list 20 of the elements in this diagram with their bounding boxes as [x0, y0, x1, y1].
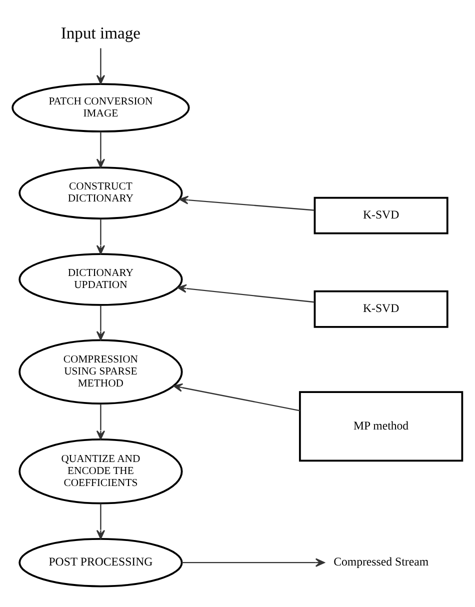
- node-text: Compressed Stream: [334, 554, 429, 569]
- arrow: [96, 305, 106, 340]
- node-box: MP method: [298, 391, 464, 462]
- arrow: [179, 196, 314, 211]
- arrow: [182, 558, 325, 567]
- arrow: [96, 132, 106, 168]
- arrow: [96, 218, 106, 254]
- node-ellipse: POST PROCESSING: [18, 538, 183, 588]
- node-ellipse: DICTIONARY UPDATION: [18, 253, 183, 306]
- node-ellipse: PATCH CONVERSION IMAGE: [12, 83, 190, 132]
- node-box: K-SVD: [314, 290, 448, 328]
- arrow: [177, 284, 314, 303]
- node-ellipse: QUANTIZE AND ENCODE THE COEFFICIENTS: [18, 438, 183, 504]
- node-box: K-SVD: [314, 196, 448, 234]
- arrow: [96, 48, 106, 84]
- arrow: [96, 404, 106, 440]
- node-ellipse: CONSTRUCT DICTIONARY: [18, 166, 183, 220]
- arrow: [173, 383, 300, 412]
- node-text: Input image: [60, 24, 141, 43]
- arrow: [96, 503, 106, 540]
